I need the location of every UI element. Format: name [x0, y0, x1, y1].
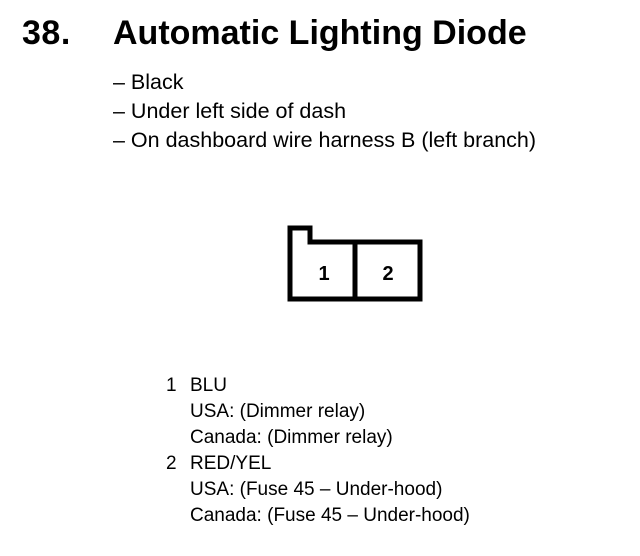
wire-color: BLU — [190, 375, 227, 396]
detail-location: – Under left side of dash — [113, 99, 347, 123]
connector-pin-1-label: 1 — [318, 263, 329, 285]
pin-number: 1 — [166, 375, 177, 396]
connector-pin-2-label: 2 — [382, 263, 393, 285]
pinout-entry-2: 2 RED/YEL USA: (Fuse 45 – Under-hood) Ca… — [166, 451, 470, 529]
connector-outline — [287, 225, 423, 302]
wire-color: RED/YEL — [190, 453, 272, 474]
connector-diagram: 1 2 — [284, 222, 430, 310]
pin-number: 2 — [166, 453, 177, 474]
canada-connection: Canada: (Dimmer relay) — [190, 427, 393, 448]
section-title: Automatic Lighting Diode — [113, 14, 527, 52]
pinout-entry-1: 1 BLU USA: (Dimmer relay) Canada: (Dimme… — [166, 373, 470, 451]
usa-connection: USA: (Dimmer relay) — [190, 401, 366, 422]
detail-harness: – On dashboard wire harness B (left bran… — [113, 128, 537, 152]
component-details: – Black – Under left side of dash – On d… — [113, 68, 536, 155]
section-number: 38. — [22, 14, 71, 52]
detail-color: – Black — [113, 70, 184, 94]
pinout-table: 1 BLU USA: (Dimmer relay) Canada: (Dimme… — [166, 373, 470, 529]
connector-face-drawing: 1 2 — [287, 225, 423, 302]
usa-connection: USA: (Fuse 45 – Under-hood) — [190, 479, 443, 500]
canada-connection: Canada: (Fuse 45 – Under-hood) — [190, 505, 470, 526]
